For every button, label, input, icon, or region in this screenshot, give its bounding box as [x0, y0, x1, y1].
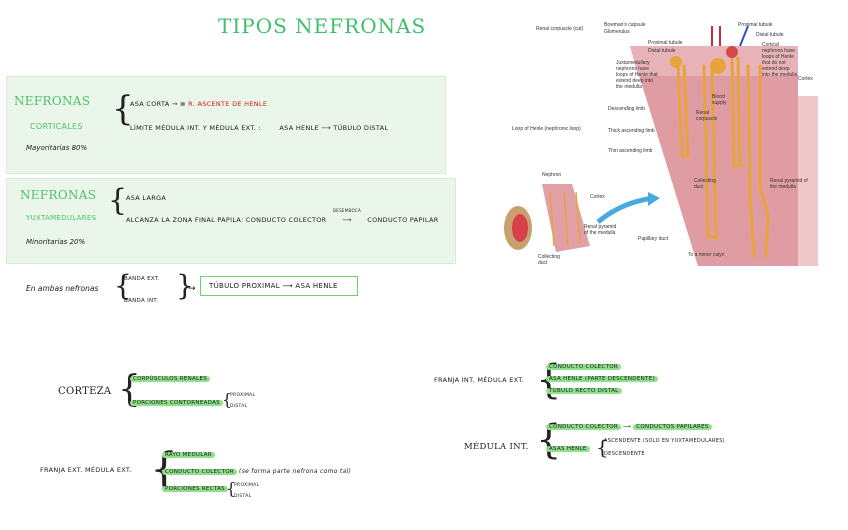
yuxta-pct: Minoritarias 20% — [26, 238, 86, 246]
corteza-sub1: proximal — [230, 393, 256, 398]
ambos-label: En ambas nefronas — [26, 284, 99, 293]
yuxta-panel — [6, 178, 456, 264]
ambos-item2: Banda int. — [124, 298, 159, 304]
medula-int-item1b: Conductos papilares — [633, 424, 712, 430]
franja-ext-item1-text: Rayo medular — [162, 452, 215, 458]
yuxta-line2b: Conducto papilar — [367, 216, 439, 224]
franja-ext-sub2: distal — [234, 494, 252, 499]
franja-ext-sub1: proximal — [234, 483, 260, 488]
collecting-duct-label: Collecting duct — [694, 178, 716, 190]
corticales-name: Nefronas — [14, 94, 91, 108]
corteza-label: Corteza — [58, 386, 112, 397]
renal-corpuscle-label: Renal corpuscle (cut) — [536, 26, 584, 32]
arrow-icon: ⟶ — [623, 424, 634, 430]
yuxta-arrow-label: desemboca — [332, 208, 362, 213]
corteza-sub-brace: { — [222, 390, 233, 409]
franja-int-item2: Asa Henle (parte descendente) — [546, 376, 658, 382]
nephron-label: Nephron — [542, 172, 562, 178]
bowman-label: Bowman's capsule — [604, 22, 646, 28]
arrow-icon: ⟶ — [342, 216, 352, 224]
corticales-line1b: R. ascente de Henle — [188, 100, 268, 108]
renal-corpuscle-2-label: Renal corpuscle — [696, 110, 718, 122]
proximal-tubule-label: Proximal tubule — [738, 22, 773, 28]
page-title: Tipos Nefronas — [218, 14, 427, 38]
corteza-item1: Corpúsculos renales — [130, 376, 211, 382]
nephron-diagram: Renal corpuscle (cut) Bowman's capsule G… — [498, 16, 820, 268]
franja-int-item3-text: Túbulo recto distal — [546, 388, 622, 394]
corticales-pct: Mayoritarias 80% — [26, 144, 88, 152]
medula-int-item1-text: Conducto colector — [546, 424, 621, 430]
franja-ext-item3: Porciones rectas — [162, 486, 228, 492]
bottom-label: To a minor calyx — [688, 252, 725, 258]
loop-henle-label: Loop of Henle (nephronic loop) — [512, 126, 581, 132]
descending-label: Descending limb — [608, 106, 645, 112]
ambos-brace: { — [114, 269, 132, 302]
corteza-item2-text: Porciones contorneadas — [130, 400, 223, 406]
franja-ext-sub-brace: { — [226, 479, 237, 498]
franja-ext-item1: Rayo medular — [162, 452, 215, 458]
distal-tubule-label: Distal tubule — [756, 32, 784, 38]
franja-int-item1-text: Conducto colector — [546, 364, 621, 370]
franja-int-item1: Conducto colector — [546, 364, 621, 370]
franja-ext-item3-text: Porciones rectas — [162, 486, 228, 492]
medula-int-item2-text: Asas Henle — [546, 446, 590, 452]
juxta-text: Juxtamedullary nephrons have loops of He… — [616, 60, 658, 90]
franja-int-label: Franja int. Médula ext. — [434, 376, 525, 384]
corticales-line2c: Túbulo distal — [333, 124, 389, 132]
medula-int-item2: Asas Henle — [546, 446, 590, 452]
ambos-item1: Banda ext. — [124, 276, 160, 282]
ambos-box: Túbulo proximal ⟶ Asa Henle — [200, 276, 358, 296]
distal-tubule-label-2: Distal tubule — [648, 48, 676, 54]
corticales-brace: { — [112, 89, 134, 129]
corteza-item1-text: Corpúsculos renales — [130, 376, 211, 382]
corticales-line1: Asa corta → ⊗ R. ascente de Henle — [130, 100, 267, 108]
yuxta-line2-text: Alcanza la zona final papila: Conducto c… — [126, 216, 327, 224]
thin-label: Thin ascending limb — [608, 148, 653, 154]
arrow-icon: → — [188, 284, 196, 294]
yuxta-name: Nefronas — [20, 188, 97, 202]
franja-ext-label: Franja ext. Médula ext. — [40, 466, 132, 474]
corticales-name2: Corticales — [30, 122, 83, 131]
corticales-line2-text: Límite médula int. y médula ext. : — [130, 124, 262, 132]
franja-ext-item2-text: Conducto colector — [162, 469, 237, 475]
medula-int-item1: Conducto colector ⟶ Conductos papilares — [546, 424, 712, 430]
arrow-icon: ⟶ — [321, 124, 334, 132]
franja-ext-item2-note: (se forma parte nefrona como tal) — [239, 468, 352, 475]
medula-int-sub1: ascendente (solo en yuxtamedulares) — [604, 438, 725, 444]
renal-pyramid-label: Renal pyramid of the medulla — [770, 178, 808, 190]
ambos-box-text: Túbulo proximal — [209, 282, 280, 290]
papillary-duct-label: Papillary duct — [638, 236, 669, 242]
arrow-icon: ⟶ — [282, 282, 296, 290]
franja-int-item2-text: Asa Henle (parte descendente) — [546, 376, 658, 382]
yuxta-brace: { — [108, 183, 128, 218]
medula-int-sub2: descendente — [604, 451, 645, 457]
corticales-line1-text: Asa corta — [130, 100, 170, 108]
franja-ext-item2: Conducto colector (se forma parte nefron… — [162, 468, 351, 475]
yuxta-name2: Yuxtamedulares — [26, 214, 97, 222]
corticales-panel — [6, 76, 446, 174]
collecting-duct-small-label: Collecting duct — [538, 254, 560, 266]
glomerulus-label: Glomerulus — [604, 29, 630, 35]
cortex-small-label: Cortex — [590, 194, 605, 200]
cortex-label: Cortex — [798, 76, 813, 82]
ambos-box-b: Asa Henle — [295, 282, 338, 290]
yuxta-line1: Asa larga — [126, 194, 167, 202]
blood-supply-label: Blood supply — [712, 94, 727, 106]
ambos-brace-right: } — [176, 269, 194, 302]
yuxta-line2: Alcanza la zona final papila: Conducto c… — [126, 208, 439, 224]
franja-int-item3: Túbulo recto distal — [546, 388, 622, 394]
medula-int-sub-brace: { — [596, 435, 609, 459]
thick-label: Thick ascending limb — [608, 128, 655, 134]
proximal-tubule-label-2: Proximal tubule — [648, 40, 683, 46]
cortical-text: Cortical nephrons have loops of Henle th… — [762, 42, 798, 78]
corteza-item2: Porciones contorneadas — [130, 400, 223, 406]
corticales-line2: Límite médula int. y médula ext. : Asa H… — [130, 124, 388, 132]
corticales-line2b: Asa Henle — [279, 124, 319, 132]
medula-int-label: Médula int. — [464, 442, 529, 452]
arrow-icon: → ⊗ — [171, 100, 189, 108]
nephron-illustration — [504, 25, 818, 266]
corteza-sub2: distal — [230, 404, 248, 409]
renal-pyramid-small-label: Renal pyramid of the medulla — [584, 224, 617, 236]
